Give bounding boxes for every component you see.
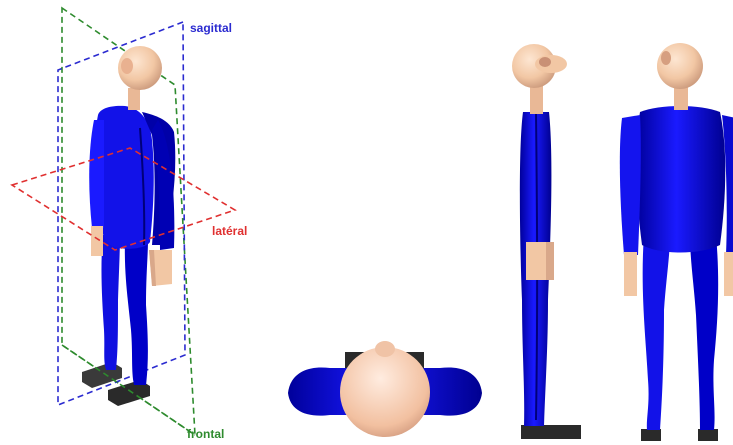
lateral-label: latéral [212,224,247,238]
top-view-figure [288,341,482,437]
left-arm [89,120,104,256]
perspective-figure [12,8,235,435]
sagittal-label: sagittal [190,21,232,35]
head [118,46,162,110]
frontal-label: frontal [187,427,224,441]
legs [101,235,148,385]
front-view-figure [620,43,733,441]
side-view-figure [512,44,581,439]
